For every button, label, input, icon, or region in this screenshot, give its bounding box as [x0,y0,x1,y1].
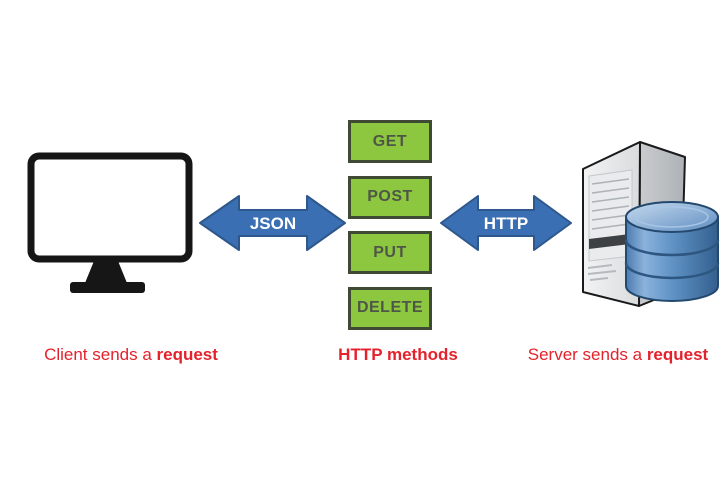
monitor-screen [27,152,193,263]
database-band-1 [624,239,720,257]
client-caption-bold: request [156,345,218,364]
http-arrow-shape [440,195,572,251]
method-box-put: PUT [348,231,432,274]
server-caption-regular: Server sends a [527,345,647,364]
method-box-post: POST [348,175,432,219]
methods-caption: HTTP methods [338,345,458,364]
server-vent-lines [591,178,630,230]
server-caption-bold: request [646,345,709,364]
method-box-delete: DELETE [348,286,432,330]
client-caption: Client sends a request [21,344,241,366]
server-detail-lines [587,264,617,281]
database-top-highlight [635,206,709,228]
json-double-arrow-icon: JSON [199,195,346,251]
server-drive-slot [589,234,630,249]
database-icon [624,201,720,302]
monitor-stand-base [70,282,145,293]
http-methods-list: GET POST PUT DELETE [348,120,432,342]
monitor-stand-neck [85,261,127,283]
database-cylinder-body [625,216,719,302]
server-caption: Server sends a request [507,344,720,366]
client-caption-regular: Client sends a [44,345,157,364]
json-arrow-shape [199,195,346,251]
http-double-arrow-icon: HTTP [440,195,572,251]
server-icon [582,141,720,307]
method-box-get: GET [348,120,432,163]
database-band-2 [624,262,720,280]
monitor-icon [27,152,193,293]
json-arrow-label: JSON [250,214,296,233]
http-arrow-label: HTTP [484,214,528,233]
